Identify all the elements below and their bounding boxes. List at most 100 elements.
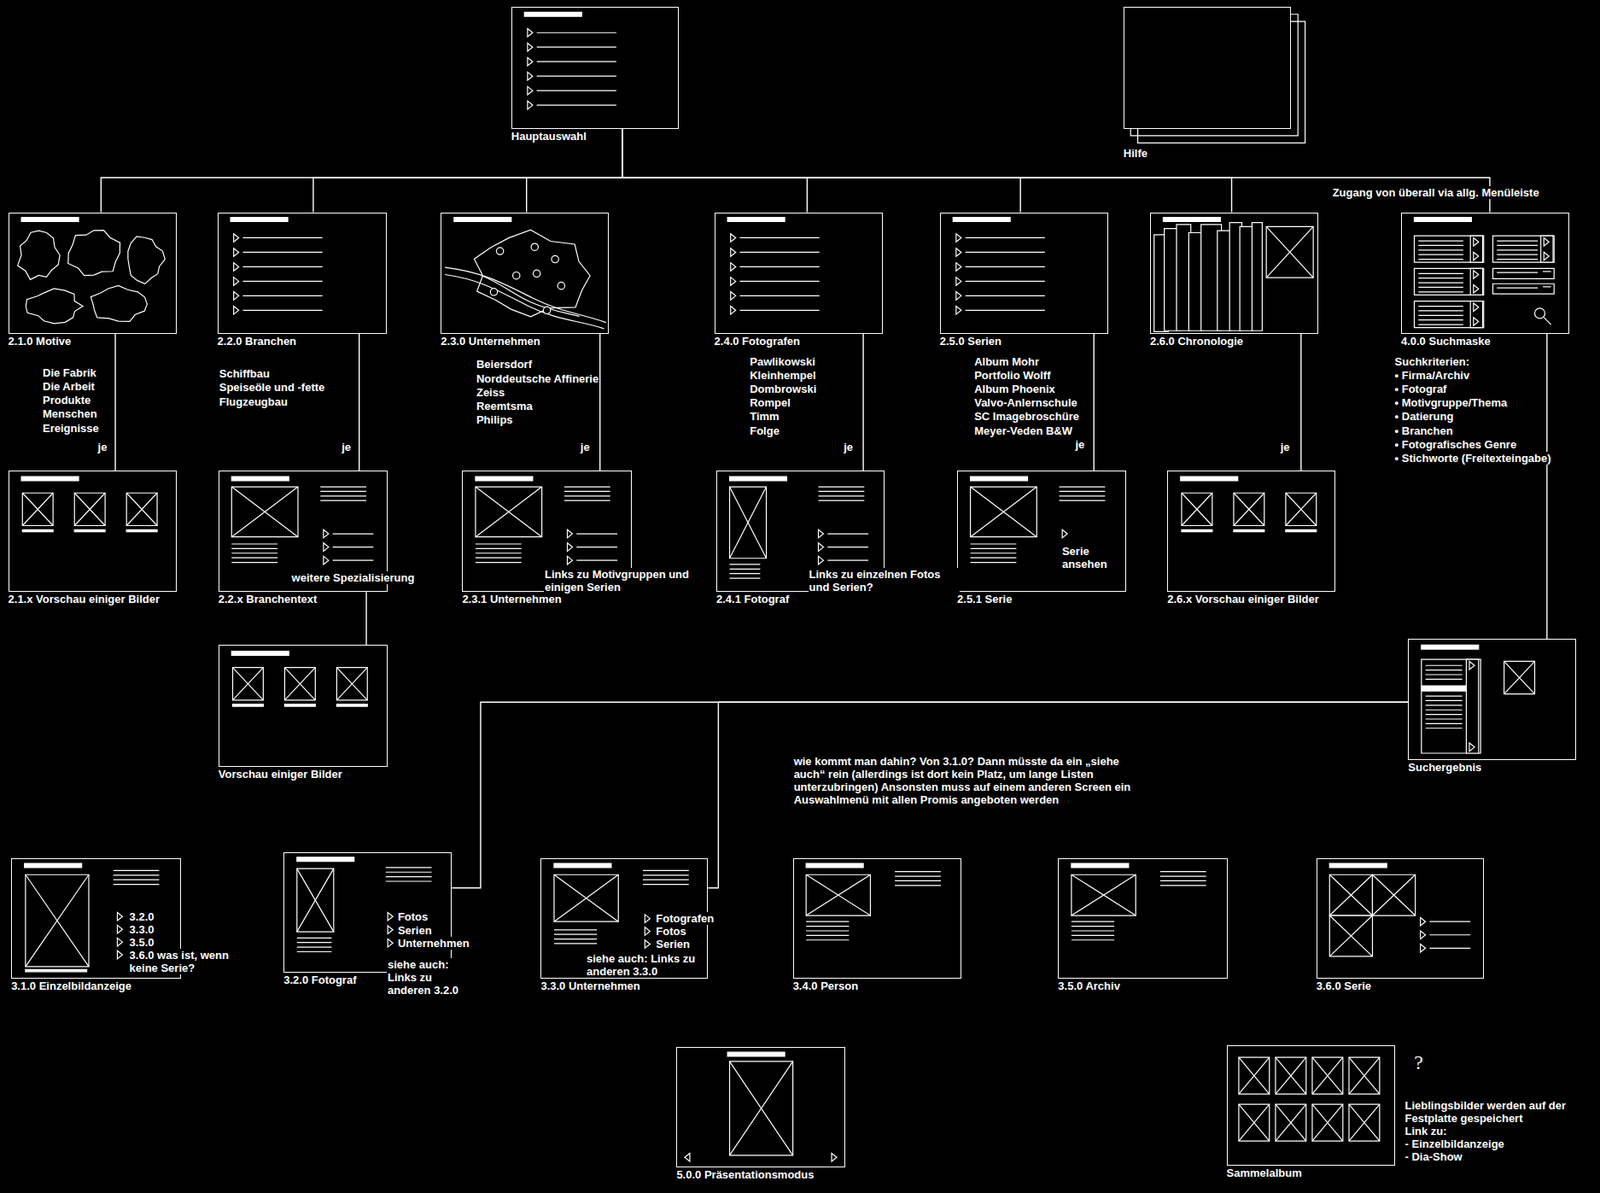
wireframe-stroke — [1418, 258, 1464, 260]
wireframe-icon — [805, 863, 941, 941]
wireframe-stroke — [1413, 235, 1484, 263]
wireframe-stroke — [475, 486, 543, 538]
wireframe-stroke — [297, 868, 334, 932]
wireframe-stroke — [320, 490, 367, 492]
wireframe-stroke — [818, 543, 824, 552]
wireframe-stroke — [894, 870, 941, 872]
wireframe-stroke — [1372, 874, 1415, 916]
wireframe-stroke — [242, 237, 322, 239]
wireframe-stroke — [644, 940, 650, 949]
wireframe-stroke — [490, 288, 497, 296]
wireframe-stroke — [21, 217, 79, 222]
wireframe-stroke — [1465, 659, 1478, 754]
wireframe-stroke — [729, 1061, 794, 1156]
wireframe-stroke — [739, 266, 819, 268]
screen-box: Hauptauswahl — [511, 6, 679, 129]
wireframe-stroke — [1181, 492, 1213, 526]
wireframe-stroke — [1425, 694, 1463, 696]
wireframe-stroke — [1425, 709, 1463, 711]
wireframe-stroke — [297, 868, 334, 932]
wireframe-stroke — [231, 486, 298, 538]
wireframe-stroke — [970, 552, 1017, 554]
wireframe-stroke — [232, 667, 263, 701]
wireframe-stroke — [233, 248, 240, 257]
wireframe-stroke — [231, 651, 289, 656]
wireframe-stroke — [1473, 317, 1479, 327]
screen-title: 2.2.0 Branchen — [217, 334, 298, 348]
wireframe-stroke — [1251, 222, 1262, 332]
screen-title: 3.6.0 Serie — [1316, 979, 1372, 993]
wireframe-stroke — [1413, 217, 1472, 222]
note-label: Portfolio Wolff — [973, 368, 1052, 382]
wireframe-stroke — [22, 492, 53, 526]
connector — [622, 128, 807, 213]
wireframe-stroke — [730, 248, 736, 257]
wireframe-stroke — [233, 262, 240, 272]
wireframe-stroke — [481, 275, 580, 317]
wireframe-stroke — [74, 492, 106, 526]
wireframe-stroke — [818, 529, 824, 538]
note-label: • Motivgruppe/Thema — [1394, 396, 1509, 409]
wireframe-stroke — [475, 486, 543, 538]
wireframe-stroke — [74, 492, 106, 526]
edge-label: je — [1074, 437, 1086, 451]
wireframe-stroke — [1059, 490, 1106, 492]
note-label: Links zu Motivgruppen und einigen Serien — [543, 567, 704, 594]
wireframe-stroke — [25, 969, 88, 971]
wireframe-stroke — [1425, 713, 1463, 715]
wireframe-stroke — [475, 552, 522, 554]
wireframe-stroke — [116, 950, 123, 959]
wireframe-stroke — [1059, 485, 1106, 487]
wireframe-stroke — [454, 217, 512, 222]
wireframe-stroke — [965, 309, 1046, 311]
note-label: • Fotografisches Genre — [1394, 437, 1519, 451]
wireframe-stroke — [1418, 319, 1464, 321]
wireframe-stroke — [444, 267, 607, 323]
wireframe-icon — [230, 217, 323, 316]
screen-box: 2.1.0 Motive — [8, 212, 177, 334]
wireframe-stroke — [564, 485, 611, 487]
note-label: - Dia-Show — [1404, 1150, 1464, 1163]
wireframe-stroke — [1413, 301, 1484, 328]
wireframe-stroke — [21, 476, 79, 481]
wireframe-stroke — [730, 306, 736, 316]
screen-title: Hauptauswahl — [511, 129, 587, 143]
wireframe-stroke — [1429, 934, 1471, 935]
connector — [451, 701, 1408, 888]
wireframe-stroke — [642, 883, 690, 885]
wireframe-stroke — [1062, 529, 1068, 538]
wireframe-stroke — [242, 295, 322, 297]
wireframe-stroke — [385, 875, 433, 877]
wireframe-stroke — [537, 75, 617, 77]
wireframe-stroke — [1329, 915, 1373, 957]
wireframe-stroke — [729, 1061, 794, 1156]
wireframe-stroke — [1181, 492, 1213, 526]
wireframe-stroke — [970, 561, 1017, 563]
wireframe-stroke — [22, 529, 53, 532]
wireframe-stroke — [564, 500, 611, 502]
note-label: Album Mohr — [973, 355, 1040, 368]
wireframe-stroke — [805, 929, 849, 931]
wireframe-stroke — [1543, 237, 1549, 246]
wireframe-stroke — [513, 272, 520, 280]
wireframe-stroke — [956, 233, 962, 243]
screen-box: 2.4.0 Fotografen — [714, 212, 883, 334]
wireframe-stroke — [1429, 921, 1471, 923]
wireframe-stroke — [1238, 1056, 1270, 1094]
wireframe-stroke — [537, 61, 617, 63]
connector — [365, 591, 367, 645]
wireframe-stroke — [1413, 268, 1484, 295]
screen-box: 2.6.x Vorschau einiger Bilder — [1167, 470, 1336, 592]
note-label: 3.5.0 — [128, 935, 156, 949]
wireframe-stroke — [1418, 273, 1464, 275]
wireframe-stroke — [74, 492, 106, 526]
wireframe-stroke — [1181, 529, 1213, 532]
wireframe-stroke — [818, 495, 865, 497]
wireframe-stroke — [1162, 217, 1221, 222]
wireframe-stroke — [956, 262, 962, 272]
wireframe-stroke — [527, 86, 533, 95]
wireframe-stroke — [231, 557, 278, 559]
wireframe-stroke — [805, 939, 849, 941]
screen-box: 4.0.0 Suchmaske — [1401, 212, 1570, 334]
edge-label: je — [1279, 440, 1291, 454]
